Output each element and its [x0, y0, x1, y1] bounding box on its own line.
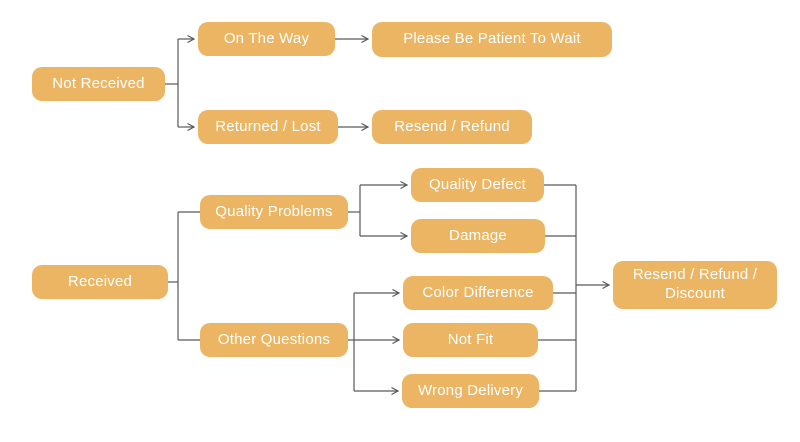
flow-node-label: Quality Defect: [428, 175, 526, 193]
flow-node-please-be-patient-to-wait: Please Be Patient To Wait: [372, 22, 612, 57]
flow-node-wrong-delivery: Wrong Delivery: [402, 374, 539, 408]
flow-node-not-fit: Not Fit: [403, 323, 538, 357]
flow-node-label: Color Difference: [422, 283, 534, 301]
flow-node-color-difference: Color Difference: [403, 276, 553, 310]
flow-node-quality-problems: Quality Problems: [200, 195, 348, 229]
flow-node-label: Resend / Refund / Discount: [632, 266, 758, 302]
flow-node-on-the-way: On The Way: [198, 22, 335, 56]
flow-node-label: Not Fit: [447, 330, 494, 348]
flow-node-label: Damage: [449, 226, 507, 244]
flow-node-quality-defect: Quality Defect: [411, 168, 544, 202]
flow-node-other-questions: Other Questions: [200, 323, 348, 357]
flow-node-label: Received: [67, 272, 133, 290]
flow-node-label: On The Way: [223, 29, 310, 47]
flow-node-returned-lost: Returned / Lost: [198, 110, 338, 144]
flow-node-received: Received: [32, 265, 168, 299]
flow-node-label: Resend / Refund: [394, 117, 510, 135]
flow-node-label: Other Questions: [217, 330, 331, 348]
flow-node-resend-refund: Resend / Refund: [372, 110, 532, 144]
flow-node-resend-refund-discount: Resend / Refund / Discount: [613, 261, 777, 309]
flow-node-damage: Damage: [411, 219, 545, 253]
flow-node-label: Please Be Patient To Wait: [403, 30, 581, 48]
flow-node-label: Returned / Lost: [215, 117, 321, 135]
flow-node-label: Wrong Delivery: [417, 381, 524, 399]
flow-node-label: Not Received: [52, 74, 145, 92]
flow-node-label: Quality Problems: [215, 202, 333, 220]
flow-node-not-received: Not Received: [32, 67, 165, 101]
